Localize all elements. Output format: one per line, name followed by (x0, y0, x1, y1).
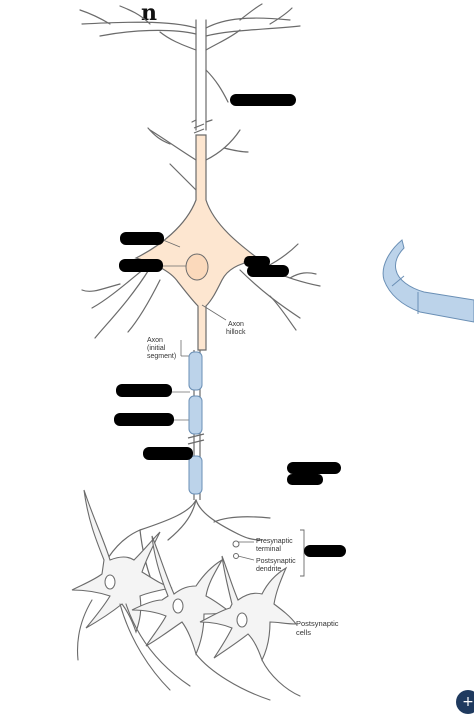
label-postsynaptic-1: Postsynaptic (256, 558, 296, 565)
redaction-mark (120, 232, 164, 245)
postsynaptic-long-processes (76, 599, 301, 701)
redaction-mark (244, 256, 270, 267)
label-presynaptic-2: terminal (256, 546, 281, 553)
label-axon-initial-2: (initial (147, 345, 166, 352)
apical-break-marks (193, 123, 205, 134)
myelin-segment (188, 455, 203, 495)
postsynaptic-cell (71, 489, 173, 634)
redaction-mark (287, 462, 341, 474)
plus-icon[interactable]: + (456, 690, 474, 714)
postsynaptic-nuclei (104, 574, 248, 628)
presynaptic-terminals (232, 540, 240, 559)
side-axon-fragment (382, 239, 474, 323)
myelin-segment (188, 395, 203, 435)
label-axon-initial-1: Axon (147, 337, 163, 344)
redaction-mark (287, 474, 323, 485)
label-postsynaptic-cells-1: Postsynaptic (296, 619, 339, 628)
nucleus (185, 253, 209, 281)
synapse-bracket (300, 529, 305, 577)
apical-lower-branches (147, 127, 249, 191)
label-axon-initial-3: segment) (147, 353, 176, 360)
label-axon-hillock-1: Axon (228, 321, 244, 328)
redaction-mark (119, 259, 163, 272)
redaction-marks (114, 94, 346, 557)
neuron-soma (134, 134, 262, 351)
redaction-mark (143, 447, 193, 460)
label-presynaptic-1: Presynaptic (256, 538, 293, 545)
redaction-mark (247, 265, 289, 277)
label-postsynaptic-cells-2: cells (296, 628, 311, 637)
postsynaptic-cell (131, 535, 232, 656)
axon (187, 350, 205, 500)
label-postsynaptic-2: dendrite (256, 566, 281, 573)
redaction-mark (116, 384, 172, 397)
apical-dendrite-tree (79, 3, 301, 131)
redaction-mark (230, 94, 296, 106)
redaction-mark (304, 545, 346, 557)
label-axon-hillock-2: hillock (226, 329, 246, 336)
diagram-labels: Axon hillock Axon (initial segment) Pres… (147, 321, 339, 637)
postsynaptic-cells (71, 489, 298, 662)
myelin-segment (188, 351, 203, 391)
redaction-mark (114, 413, 174, 426)
postsynaptic-cell (199, 555, 298, 662)
